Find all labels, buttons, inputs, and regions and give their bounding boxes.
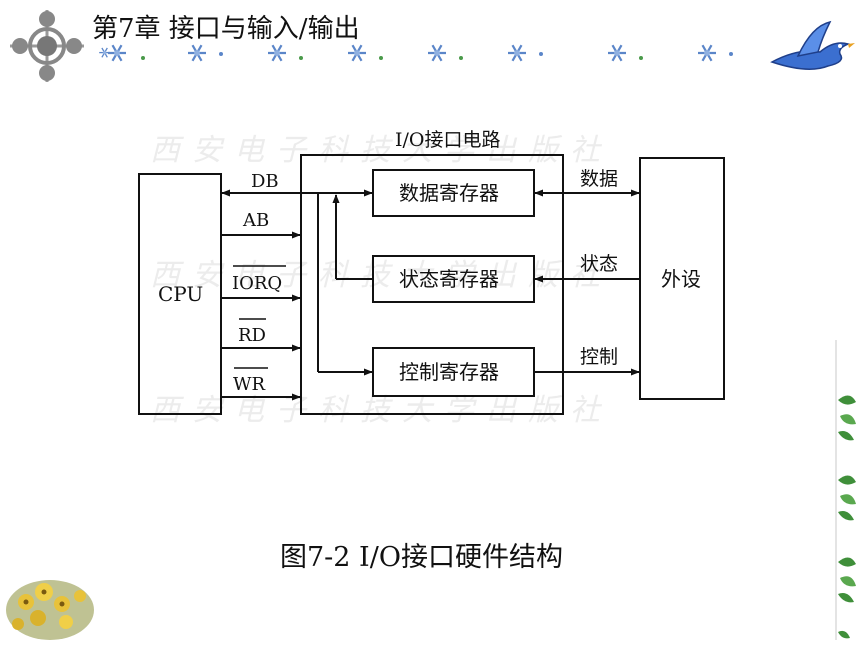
watermark: 西安电子科技大学出版社 bbox=[150, 393, 612, 428]
leaf-icon bbox=[838, 557, 856, 603]
watermark: 西安电子科技大学出版社 bbox=[150, 133, 612, 168]
wr-label: WR bbox=[233, 374, 266, 395]
data-signal-label: 数据 bbox=[580, 168, 618, 190]
device-label: 外设 bbox=[661, 267, 701, 291]
data-register-box bbox=[372, 169, 535, 217]
snowflake-icon bbox=[696, 44, 733, 62]
leaf-decoration bbox=[835, 340, 856, 640]
leaf-icon bbox=[838, 395, 856, 441]
control-register-label: 控制寄存器 bbox=[399, 360, 499, 384]
watermark: 西安电子科技大学出版社 bbox=[150, 258, 612, 293]
cpu-label: CPU bbox=[158, 282, 203, 306]
status-signal-label: 状态 bbox=[580, 253, 618, 275]
figure-caption: 图7-2 I/O接口硬件结构 bbox=[280, 542, 563, 573]
control-signal-label: 控制 bbox=[580, 346, 618, 368]
control-register-box bbox=[372, 347, 535, 397]
ab-label: AB bbox=[242, 210, 269, 231]
db-label: DB bbox=[251, 171, 279, 192]
interface-box bbox=[300, 154, 564, 415]
data-register-label: 数据寄存器 bbox=[399, 181, 499, 205]
cpu-box bbox=[138, 173, 222, 415]
snowflake-icon bbox=[506, 44, 543, 62]
bird-icon bbox=[770, 20, 855, 70]
snowflake-icon bbox=[346, 44, 383, 62]
snowflake-icon bbox=[606, 44, 643, 62]
snowflake-decoration-row bbox=[98, 44, 733, 62]
flower-decoration bbox=[6, 580, 94, 640]
rd-label: RD bbox=[238, 325, 266, 346]
device-box bbox=[639, 157, 725, 400]
leaf-icon bbox=[838, 475, 856, 521]
chapter-logo bbox=[10, 10, 84, 82]
status-register-box bbox=[372, 255, 535, 303]
snowflake-icon bbox=[426, 44, 463, 62]
iorq-label: IORQ bbox=[232, 273, 282, 294]
chapter-title: 第7章 接口与输入/输出 bbox=[92, 14, 360, 44]
interface-title: I/O接口电路 bbox=[395, 129, 500, 151]
status-register-label: 状态寄存器 bbox=[399, 267, 499, 291]
snowflake-icon bbox=[186, 44, 223, 62]
snowflake-icon bbox=[266, 44, 303, 62]
snowflake-icon bbox=[98, 44, 145, 62]
